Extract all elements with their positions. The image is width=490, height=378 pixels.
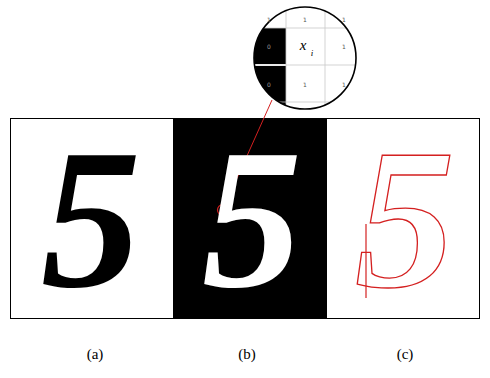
panel-caption: (a) xyxy=(87,347,104,362)
pixel-value: 1 xyxy=(342,82,346,88)
magnifier-rim xyxy=(254,7,356,109)
grid-line xyxy=(252,0,253,120)
pixel-value: 1 xyxy=(342,44,346,50)
pixel-subscript: i xyxy=(311,49,314,58)
pixel-value: 0 xyxy=(267,44,271,50)
panel-caption: (b) xyxy=(238,347,256,362)
grid-line xyxy=(240,65,370,66)
pixel-value: 1 xyxy=(303,82,307,88)
digit-glyph: 5 xyxy=(41,119,141,319)
pixel-symbol: x xyxy=(300,38,307,53)
panel-caption: (c) xyxy=(397,347,414,362)
pixel-value: 1 xyxy=(342,17,346,23)
pixel-value: 0 xyxy=(267,82,271,88)
pixel-value: 1 xyxy=(303,17,307,23)
panel-frame xyxy=(11,119,480,319)
pixel-grid xyxy=(240,0,370,120)
grid-line xyxy=(240,28,370,29)
grid-line xyxy=(240,102,370,103)
black-pixel xyxy=(252,28,286,64)
contour-digit: 5 xyxy=(355,119,455,319)
binary-panel xyxy=(173,118,327,319)
pixel-value: 1 xyxy=(267,17,271,23)
binary-digit: 5 xyxy=(202,119,302,319)
grid-line xyxy=(364,0,365,120)
